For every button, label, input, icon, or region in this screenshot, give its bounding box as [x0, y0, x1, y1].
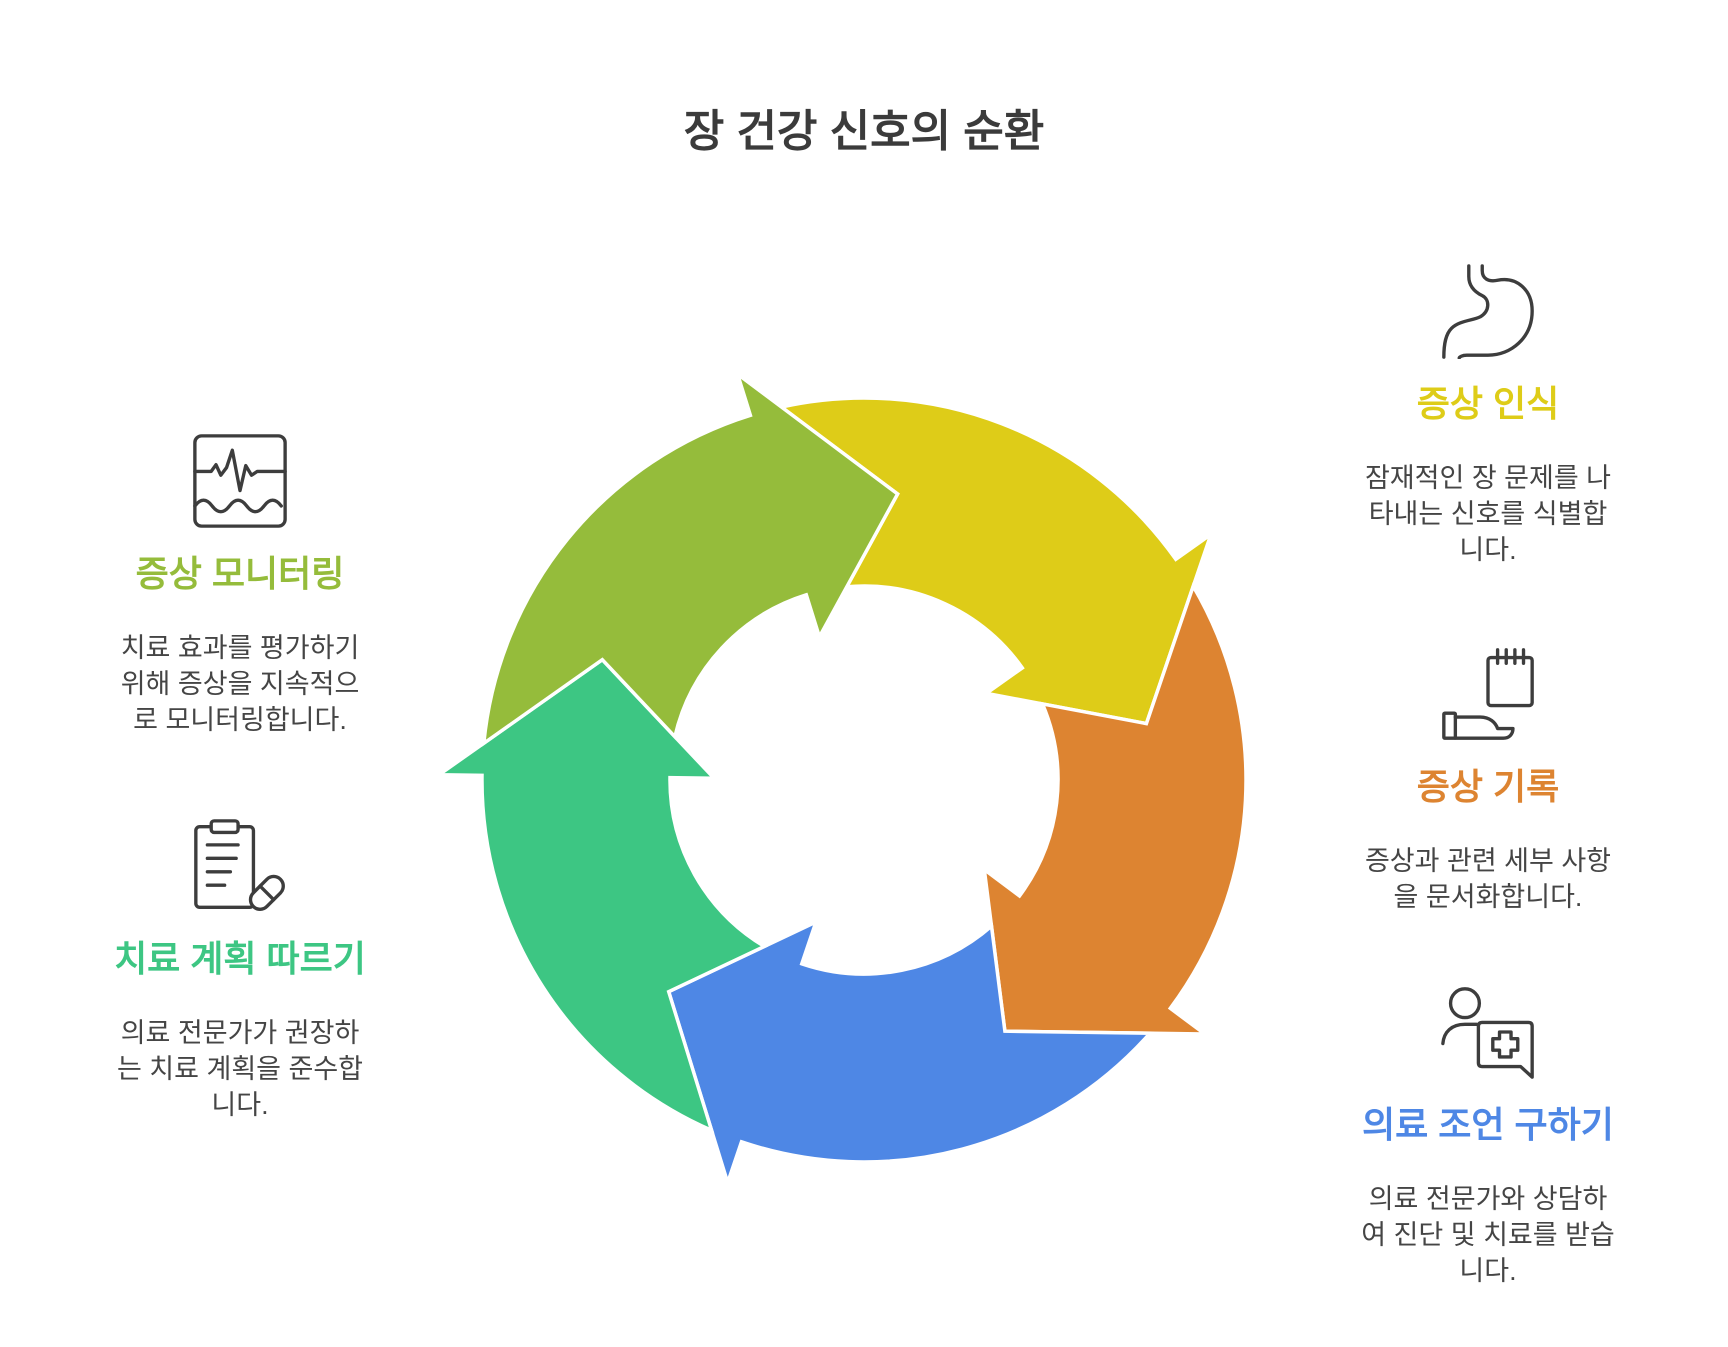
description-line: 니다.: [1459, 1256, 1517, 1286]
step-recognize-symptoms: 증상 인식 잠재적인 장 문제를 나 타내는 신호를 식별합 니다.: [1328, 263, 1648, 568]
step-description: 의료 전문가가 권장하 는 치료 계획을 준수합 니다.: [80, 1015, 400, 1123]
cycle-arrow-monitor-symptoms: [481, 369, 900, 747]
step-follow-treatment-plan: 치료 계획 따르기 의료 전문가가 권장하 는 치료 계획을 준수합 니다.: [80, 818, 400, 1123]
step-heading: 증상 인식: [1416, 383, 1560, 424]
description-line: 로 모니터링합니다.: [133, 705, 347, 735]
step-heading: 증상 기록: [1416, 766, 1560, 807]
step-description: 치료 효과를 평가하기 위해 증상을 지속적으 로 모니터링합니다.: [80, 630, 400, 738]
heart-monitor-icon: [192, 433, 288, 529]
step-heading: 증상 모니터링: [135, 553, 345, 594]
description-line: 의료 전문가가 권장하: [120, 1018, 360, 1048]
description-line: 니다.: [211, 1090, 269, 1120]
description-line: 의료 전문가와 상담하: [1368, 1184, 1608, 1214]
cycle-arrow-recognize-symptoms: [777, 396, 1215, 726]
clipboard-pill-icon: [192, 818, 288, 914]
step-monitor-symptoms: 증상 모니터링 치료 효과를 평가하기 위해 증상을 지속적으 로 모니터링합니…: [80, 433, 400, 738]
step-description: 잠재적인 장 문제를 나 타내는 신호를 식별합 니다.: [1328, 460, 1648, 568]
step-heading: 치료 계획 따르기: [114, 938, 366, 979]
description-line: 위해 증상을 지속적으: [120, 669, 360, 699]
cycle-arrow-record-symptoms: [982, 582, 1248, 1036]
description-line: 증상과 관련 세부 사항: [1364, 846, 1612, 876]
doctor-consult-icon: [1440, 984, 1536, 1080]
cycle-arrow-follow-treatment-plan: [433, 657, 769, 1134]
description-line: 니다.: [1459, 535, 1517, 565]
stomach-icon: [1440, 263, 1536, 359]
description-line: 을 문서화합니다.: [1393, 882, 1583, 912]
cycle-arrow-seek-medical-advice: [666, 918, 1154, 1189]
step-description: 증상과 관련 세부 사항 을 문서화합니다.: [1328, 843, 1648, 915]
page-title: 장 건강 신호의 순환: [683, 107, 1045, 156]
description-line: 는 치료 계획을 준수합: [116, 1054, 364, 1084]
description-line: 잠재적인 장 문제를 나: [1364, 463, 1612, 493]
description-line: 여 진단 및 치료를 받습: [1361, 1220, 1615, 1250]
step-record-symptoms: 증상 기록 증상과 관련 세부 사항 을 문서화합니다.: [1328, 646, 1648, 915]
step-description: 의료 전문가와 상담하 여 진단 및 치료를 받습 니다.: [1328, 1181, 1648, 1289]
step-seek-medical-advice: 의료 조언 구하기 의료 전문가와 상담하 여 진단 및 치료를 받습 니다.: [1328, 984, 1648, 1289]
calendar-hand-icon: [1440, 646, 1536, 742]
description-line: 타내는 신호를 식별합: [1368, 499, 1608, 529]
description-line: 치료 효과를 평가하기: [120, 633, 360, 663]
step-heading: 의료 조언 구하기: [1362, 1104, 1614, 1145]
